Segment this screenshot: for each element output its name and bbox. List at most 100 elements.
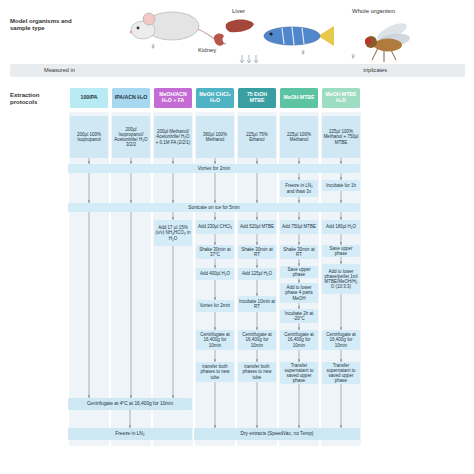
node-text: Add 125µl H₂O <box>242 271 272 276</box>
sex-symbol: ♀ <box>300 48 310 57</box>
fish-illustration <box>264 26 334 46</box>
step-box: Add 230µl CHCl₃ <box>196 220 234 234</box>
flow-arrow <box>299 197 300 203</box>
node-text: Incubate 2h at -20°C <box>281 311 317 321</box>
flow-arrow <box>341 234 342 245</box>
flow-arrow <box>257 158 258 164</box>
node-text: Add 230µl CHCl₃ <box>198 224 232 229</box>
flow-arrow <box>299 212 300 220</box>
step-box: Shake 30min at RT <box>238 245 276 259</box>
step-box: Freeze in LN₂ and thaw 3x <box>280 180 318 197</box>
step-box: transfer both phases to new tube <box>238 362 276 382</box>
step-box: Incubate 2h at -20°C <box>280 309 318 323</box>
flow-arrow <box>89 212 90 398</box>
column-panel <box>321 112 361 446</box>
step-box: Vortex for 2min <box>196 300 234 312</box>
solvent-box: 200µl Methanol/ Acetonitrile/ H₂O + 0.1M… <box>154 116 192 158</box>
step-box: Add 520µl MTBE <box>238 220 276 234</box>
sample-label: Whole organism <box>352 8 412 15</box>
node-text: transfer both phases to new tube <box>239 364 275 379</box>
step-box: Shake 30min at 37°C <box>196 245 234 259</box>
protocol-header: MeOH MTBE H₂O <box>322 88 360 108</box>
step-box: Add to lower phase 4 parts MeOH <box>280 283 318 303</box>
node-text: Add to lower phase 4 parts MeOH <box>281 285 317 300</box>
node-text: Add 750µl MTBE <box>282 224 316 229</box>
flow-arrow <box>257 280 258 296</box>
node-text: Incubate 10min at RT <box>239 299 275 309</box>
flow-arrow <box>257 234 258 245</box>
step-bar: Vortex for 2min <box>68 164 360 173</box>
mouse-illustration <box>130 12 226 44</box>
flow-arrow <box>299 323 300 330</box>
liver-shape <box>226 20 254 33</box>
flow-arrow <box>341 257 342 264</box>
flow-arrow <box>299 158 300 164</box>
flow-arrow <box>299 173 300 180</box>
flow-arrow <box>257 312 258 330</box>
flow-arrow <box>215 312 216 330</box>
sample-label: Liver <box>232 8 262 15</box>
flow-arrow <box>341 191 342 203</box>
mouse-ear <box>143 13 155 25</box>
flow-arrow <box>299 303 300 309</box>
flow-arrow <box>341 158 342 164</box>
flow-arrow <box>215 158 216 164</box>
kidney-shape <box>214 34 224 46</box>
step-box: Save upper phase <box>280 266 318 278</box>
node-text: 200µl Isopropanol/ Acetonitrile/ H₂O 3/2… <box>113 127 149 147</box>
flow-arrow <box>215 212 216 220</box>
flow-arrow <box>215 382 216 428</box>
step-box: Add 750µl MTBE <box>280 220 318 234</box>
solvent-box: 225µl 100% Methanol <box>280 116 318 158</box>
node-text: 225µl 100% Methanol + 750µl MTBE <box>323 129 359 144</box>
flow-arrow <box>257 259 258 268</box>
step-box: Add 17 µl 15% (v/v) NH₄HCO₃ in H₂O <box>154 220 192 246</box>
sex-symbol: ♀ <box>350 52 360 61</box>
sample-arrow-line <box>242 55 256 62</box>
step-box: Add to lower phase/pellet 1ml MTBE/MeOH/… <box>322 264 360 294</box>
step-box: Add 125µl H₂O <box>238 268 276 280</box>
flow-arrow <box>341 173 342 180</box>
node-text: Shake 30min at RT <box>239 247 275 257</box>
node-text: 75 EtOH MTBE <box>239 92 275 104</box>
node-text: Centrifugate at 16,400g for 10min <box>281 332 317 347</box>
sample-arrows <box>240 55 258 63</box>
fish-stripes <box>282 27 304 45</box>
flow-arrow <box>257 382 258 428</box>
node-text: 360µl 100% Methanol <box>197 132 233 142</box>
node-text: Add to lower phase/pellet 1ml MTBE/MeOH/… <box>323 269 359 289</box>
node-text: MeOH MTBE <box>283 95 314 101</box>
flow-arrow <box>341 294 342 330</box>
mouse-eye <box>137 27 140 30</box>
node-text: Transfer supernatant to saved upper phas… <box>323 363 359 383</box>
node-text: Freeze in LN₂ and thaw 3x <box>281 183 317 193</box>
node-text: Centrifugate at 16,400g for 10min <box>239 332 275 347</box>
flow-arrow <box>299 384 300 428</box>
fly-abdomen <box>374 39 402 52</box>
step-bar: Centrifugate at 4°C at 16,400g for 10min <box>68 398 192 410</box>
node-text: triplicates <box>363 67 387 73</box>
node-text: Centrifugate at 4°C at 16,400g for 10min <box>87 401 173 406</box>
column-panel <box>237 112 277 446</box>
flow-arrow <box>131 158 132 164</box>
flow-arrow <box>131 212 132 398</box>
protocol-header: IPA/ACN H₂O <box>112 88 150 108</box>
node-text: Shake 30min at RT <box>281 247 317 257</box>
node-text: Add 400µl H₂O <box>200 271 230 276</box>
node-text: Measured in <box>44 67 75 73</box>
flow-arrow <box>215 234 216 245</box>
column-backgrounds <box>69 112 361 446</box>
node-text: 100IPA <box>81 95 98 101</box>
flow-arrow <box>89 173 90 203</box>
step-box: Incubate 10min at RT <box>238 296 276 312</box>
node-text: MeOH/ACN H₂O + FA <box>155 92 191 104</box>
step-box: Transfer supernatant to saved upper phas… <box>280 362 318 384</box>
flow-arrow <box>299 350 300 362</box>
step-box: Shake 30min at RT <box>280 245 318 259</box>
protocol-header: MeOH/ACN H₂O + FA <box>154 88 192 108</box>
step-box: Save upper phase <box>322 245 360 257</box>
flow-arrow <box>173 246 174 398</box>
step-box: Transfer supernatant to saved upper phas… <box>322 362 360 384</box>
step-box: Centrifugate at 16,400g for 10min <box>196 330 234 350</box>
node-text: Add 520µl MTBE <box>240 224 274 229</box>
